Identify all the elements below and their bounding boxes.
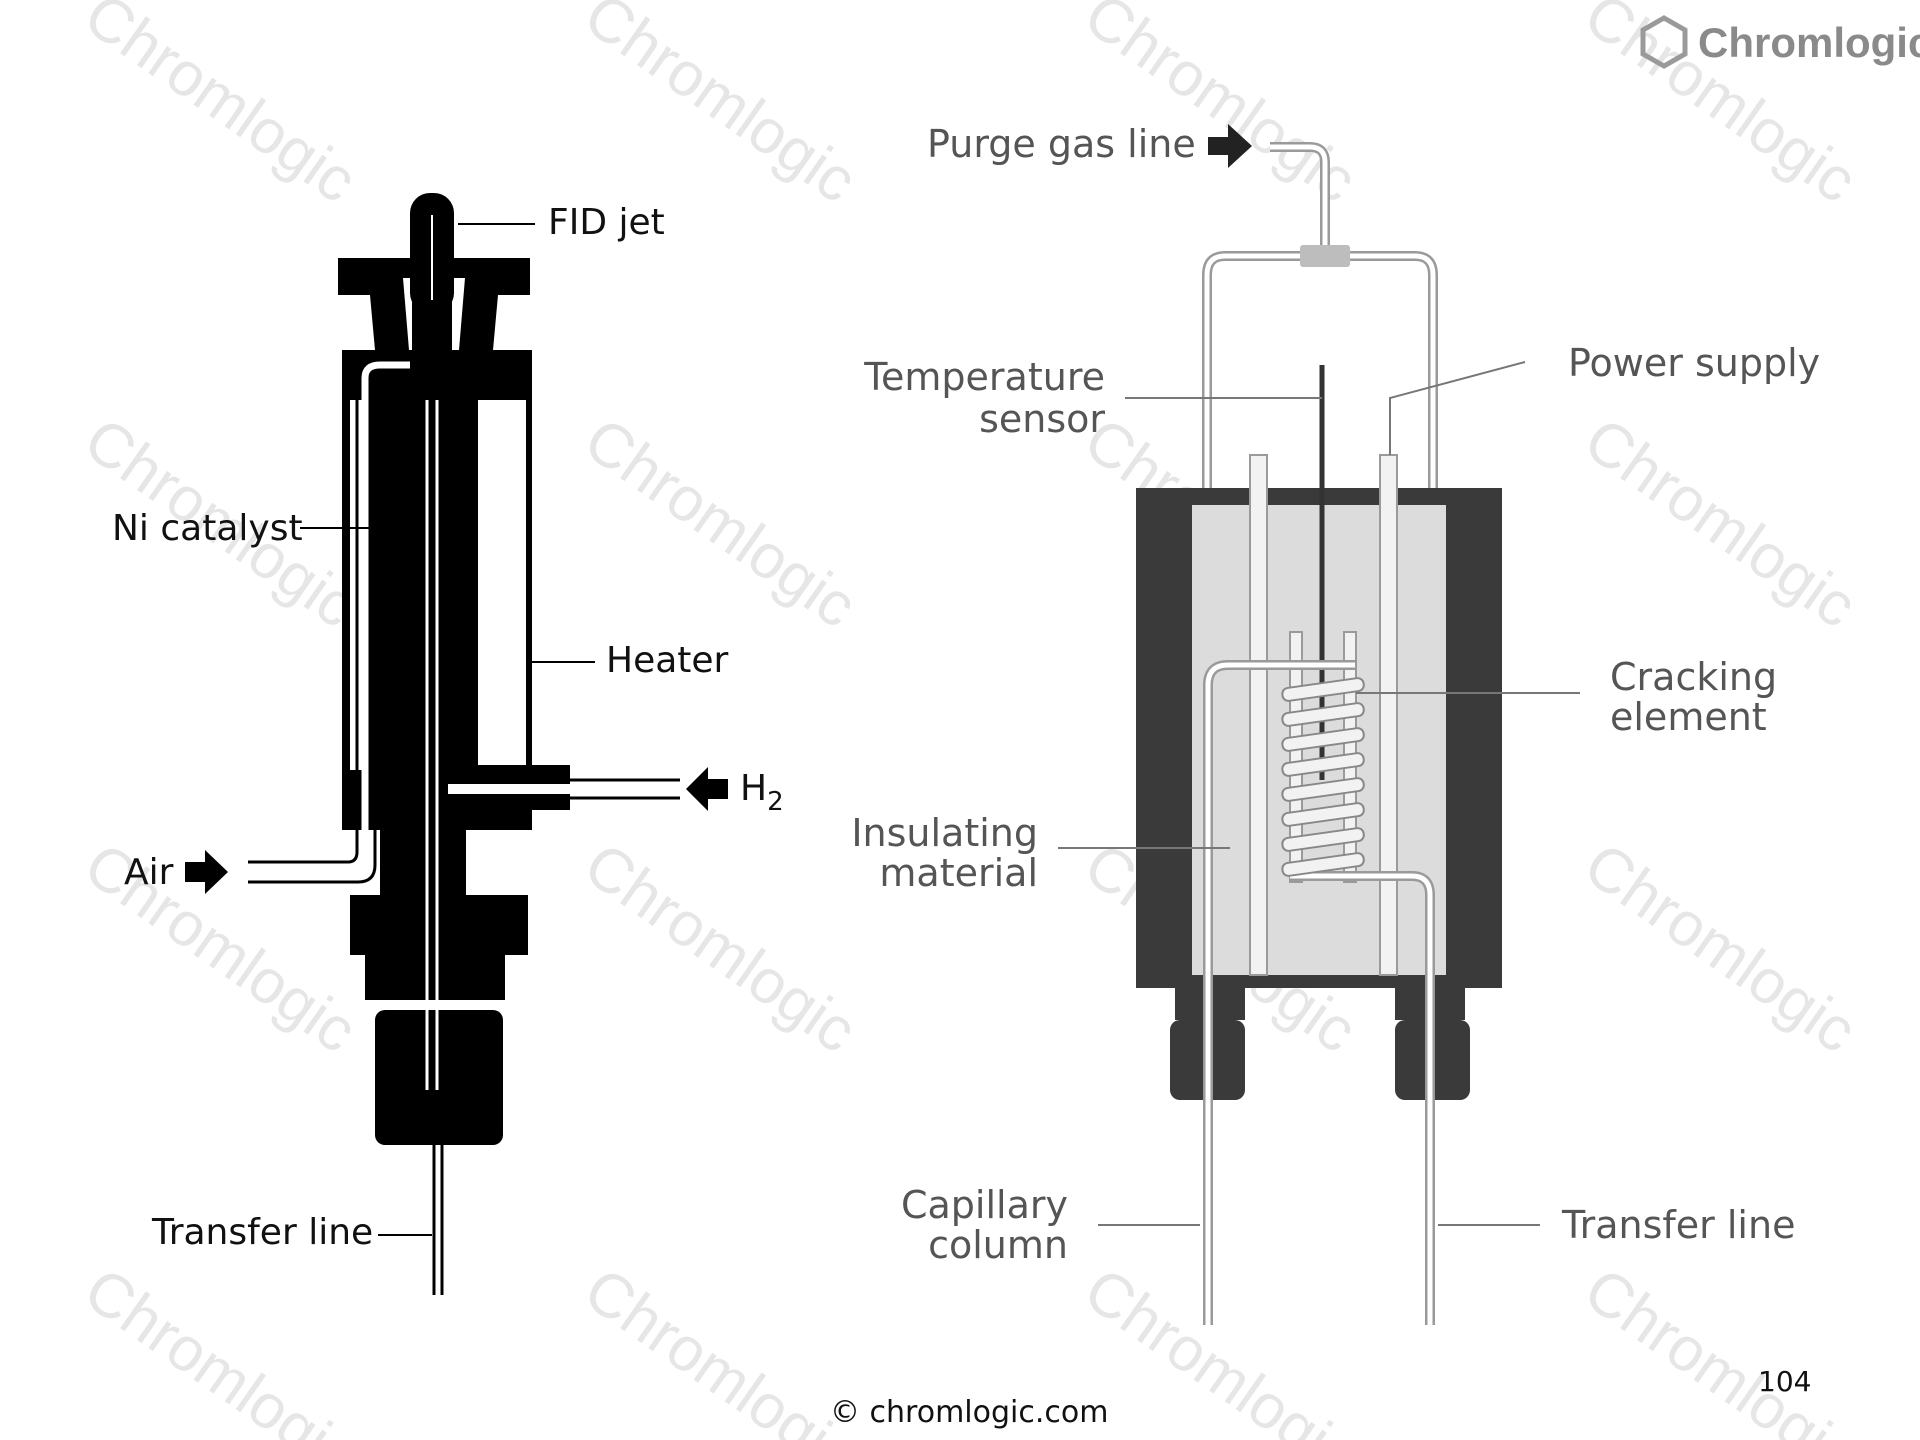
cracking-coil bbox=[1281, 677, 1365, 877]
watermark-14: Chromlogic bbox=[572, 1255, 868, 1440]
coil-turn bbox=[1281, 677, 1365, 702]
air-arrow-icon bbox=[185, 850, 228, 894]
watermark-6: Chromlogic bbox=[572, 405, 868, 641]
coil-turn bbox=[1281, 802, 1365, 827]
page-number: 104 bbox=[1758, 1365, 1811, 1398]
watermark-12: Chromlogic bbox=[1572, 830, 1868, 1066]
watermark-16: Chromlogic bbox=[1572, 1255, 1868, 1440]
coil-turn bbox=[1281, 702, 1365, 727]
brand-name: Chromlogic bbox=[1698, 19, 1920, 66]
support-post-right bbox=[1379, 454, 1398, 976]
label-fid-jet: FID jet bbox=[548, 202, 665, 243]
label-air: Air bbox=[124, 852, 174, 893]
label-ni-catalyst: Ni catalyst bbox=[112, 508, 303, 549]
purge-branch-left-inner bbox=[1204, 253, 1300, 630]
label-capillary-column-1: Capillary bbox=[901, 1183, 1068, 1227]
purge-tee bbox=[1300, 245, 1350, 267]
label-capillary-column-2: column bbox=[928, 1223, 1068, 1267]
h2-arrow-icon bbox=[686, 767, 728, 811]
label-temperature-sensor-2: sensor bbox=[979, 397, 1105, 441]
label-transfer-line-left: Transfer line bbox=[151, 1212, 373, 1253]
right-diagram: Purge gas line Temperature sensor Power … bbox=[851, 122, 1820, 1325]
label-cracking-element-1: Cracking bbox=[1610, 655, 1777, 699]
leader-power-supply bbox=[1389, 361, 1526, 455]
label-power-supply: Power supply bbox=[1568, 341, 1820, 385]
label-h2-main: H bbox=[740, 768, 767, 809]
watermark-10: Chromlogic bbox=[572, 830, 868, 1066]
label-h2: H2 bbox=[740, 768, 784, 817]
lower-neck bbox=[380, 820, 466, 900]
watermark-13: Chromlogic bbox=[72, 1255, 368, 1440]
label-cracking-element-2: element bbox=[1610, 695, 1767, 739]
copyright-footer: © chromlogic.com bbox=[830, 1395, 1108, 1430]
label-heater: Heater bbox=[606, 640, 729, 681]
nut-gap bbox=[365, 1000, 505, 1010]
heater-window bbox=[478, 400, 526, 770]
watermark-15: Chromlogic bbox=[1072, 1255, 1368, 1440]
lower-nut bbox=[350, 895, 528, 955]
top-cap bbox=[338, 258, 530, 350]
label-purge-gas-line: Purge gas line bbox=[927, 122, 1196, 166]
label-insulating-material-2: material bbox=[879, 851, 1038, 895]
coil-turn bbox=[1281, 752, 1365, 777]
fitting-base bbox=[375, 1010, 503, 1145]
air-inlet-tube bbox=[248, 370, 377, 884]
h2-channel bbox=[448, 784, 678, 794]
capillary-inlet-inner bbox=[1205, 662, 1355, 1325]
hexagon-logo-icon bbox=[1640, 15, 1688, 69]
purge-branch-right-inner bbox=[1350, 253, 1436, 830]
purge-arrow-icon bbox=[1208, 124, 1252, 168]
coil-turn bbox=[1281, 777, 1365, 802]
watermark-8: Chromlogic bbox=[1572, 405, 1868, 641]
label-transfer-line-right: Transfer line bbox=[1561, 1203, 1795, 1247]
coil-turn bbox=[1281, 827, 1365, 852]
watermark-2: Chromlogic bbox=[572, 0, 868, 216]
left-diagram: FID jet Ni catalyst Heater H2 Air Transf… bbox=[112, 193, 784, 1295]
transfer-outlet-inner bbox=[1290, 873, 1433, 1325]
label-insulating-material-1: Insulating bbox=[851, 811, 1038, 855]
coil-turn bbox=[1281, 852, 1365, 877]
watermark-1: Chromlogic bbox=[72, 0, 368, 216]
coil-turn bbox=[1281, 727, 1365, 752]
label-h2-sub: 2 bbox=[767, 787, 784, 817]
lower-nut-2 bbox=[365, 955, 505, 1005]
air-channel bbox=[248, 361, 410, 876]
label-temperature-sensor-1: Temperature bbox=[863, 355, 1105, 399]
purge-gas-tube-inner bbox=[1270, 144, 1328, 245]
support-post-left bbox=[1249, 454, 1268, 976]
brand-logo: Chromlogic bbox=[1640, 15, 1920, 69]
